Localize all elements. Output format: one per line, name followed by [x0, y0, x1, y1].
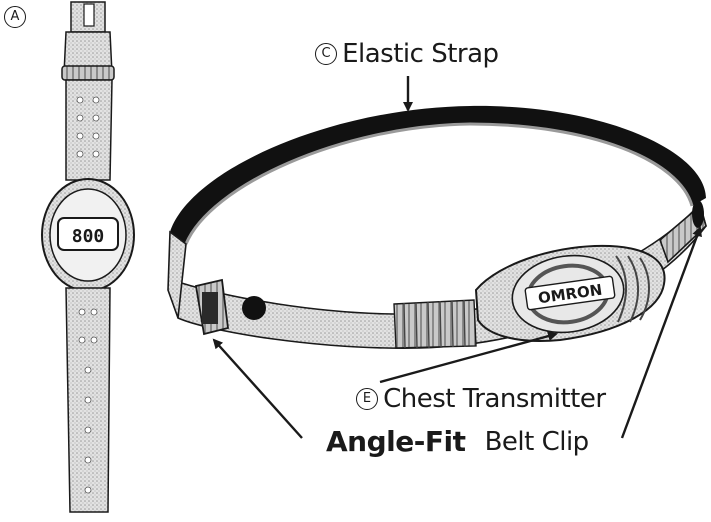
- elastic-strap-label: C Elastic Strap: [315, 41, 499, 67]
- ribbed-band-section: [393, 299, 477, 349]
- watch-display-frame: [57, 217, 119, 251]
- left-band-end: [167, 230, 187, 319]
- arrow-icon: [379, 331, 558, 384]
- watch-keeper: [61, 65, 115, 81]
- watch-strap-holes-upper: [76, 96, 100, 158]
- arrow-icon: [620, 226, 702, 439]
- chest-transmitter-text: Chest Transmitter: [383, 384, 606, 414]
- belt-clip-brand: Angle-Fit: [326, 425, 466, 458]
- elastic-strap-badge: C: [315, 43, 337, 65]
- watch-display-value: 800: [72, 226, 105, 247]
- right-band-end-cap: [692, 200, 704, 228]
- elastic-strap-back: [170, 105, 706, 245]
- belt-clip-label: Angle-Fit Belt Clip: [326, 428, 589, 456]
- brand-logo-plate: [524, 275, 616, 311]
- arrow-icon: [212, 338, 303, 439]
- elastic-strap-edge: [184, 122, 694, 245]
- chest-belt: OMRON: [167, 105, 707, 349]
- belt-clip-slot: [202, 292, 218, 324]
- watch-label: A: [4, 6, 26, 28]
- watch-label-badge: A: [4, 6, 26, 28]
- elastic-strap-text: Elastic Strap: [342, 39, 499, 69]
- belt-snap-button: [242, 296, 266, 320]
- chest-transmitter-label: E Chest Transmitter: [356, 386, 606, 412]
- watch-buckle: [83, 3, 95, 27]
- wrist-watch: 800: [41, 1, 135, 513]
- chest-transmitter-pod: OMRON: [474, 244, 666, 342]
- watch-upper-strap: [65, 79, 113, 181]
- chest-transmitter-badge: E: [356, 388, 378, 410]
- belt-clip-text: Belt Clip: [484, 427, 590, 457]
- watch-strap-holes-lower: [78, 308, 98, 494]
